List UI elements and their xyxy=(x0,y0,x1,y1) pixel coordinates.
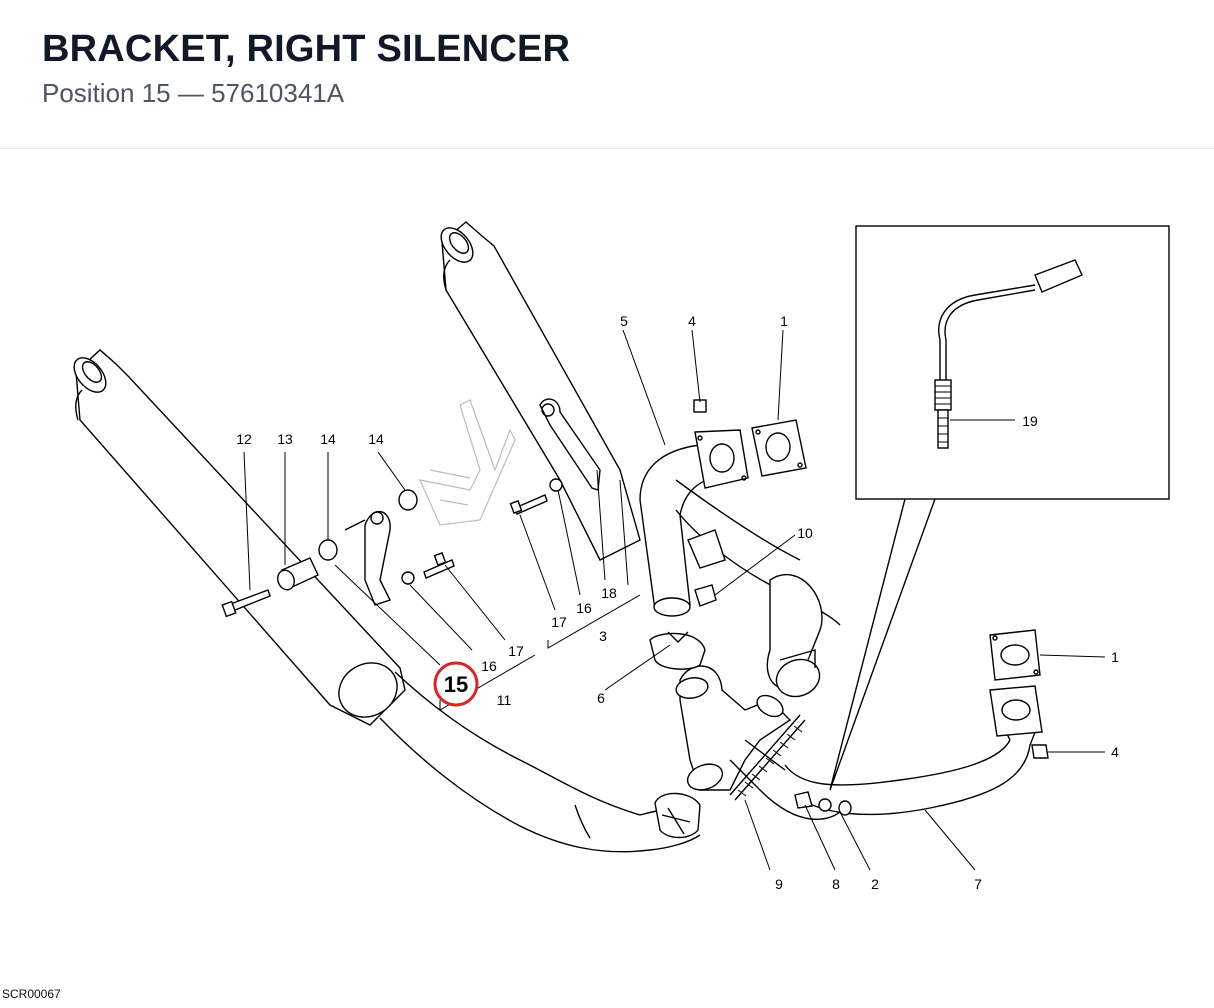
callout-18: 18 xyxy=(601,585,617,601)
header-pipe-7 xyxy=(784,629,1049,816)
left-silencer xyxy=(73,349,701,853)
highlight-position-15[interactable]: 15 xyxy=(433,661,479,707)
callout-13: 13 xyxy=(277,431,293,447)
callout-17a: 17 xyxy=(508,643,524,659)
callout-3: 3 xyxy=(599,628,607,644)
inset-panel xyxy=(829,225,1170,791)
page-header: BRACKET, RIGHT SILENCER Position 15 — 57… xyxy=(0,0,1214,149)
callout-14a: 14 xyxy=(320,431,336,447)
callout-8: 8 xyxy=(832,876,840,892)
page-subtitle: Position 15 — 57610341A xyxy=(42,78,345,108)
fasteners xyxy=(221,398,852,816)
callout-16b: 16 xyxy=(576,600,592,616)
y-junction xyxy=(649,631,841,820)
callout-1a: 1 xyxy=(780,313,788,329)
header-pipe-5 xyxy=(639,419,807,617)
exploded-parts-diagram: 12 13 14 14 16 17 11 17 16 18 3 5 4 1 10… xyxy=(0,150,1214,1003)
highlight-label: 15 xyxy=(444,672,468,697)
callout-17b: 17 xyxy=(551,614,567,630)
callout-9: 9 xyxy=(775,876,783,892)
callout-12: 12 xyxy=(236,431,252,447)
page-title: BRACKET, RIGHT SILENCER xyxy=(42,28,571,70)
callout-16a: 16 xyxy=(481,658,497,674)
ghost-frame-bracket xyxy=(418,399,516,526)
callout-11: 11 xyxy=(497,692,512,708)
callout-4a: 4 xyxy=(688,313,696,329)
callout-1b: 1 xyxy=(1111,649,1119,665)
callout-10: 10 xyxy=(797,525,813,541)
callout-5: 5 xyxy=(620,313,628,329)
callout-2: 2 xyxy=(871,876,879,892)
drawing-code: SCR00067 xyxy=(2,987,61,1001)
callout-19: 19 xyxy=(1022,413,1038,429)
callout-7: 7 xyxy=(974,876,982,892)
leader-lines xyxy=(243,329,1106,871)
callout-14b: 14 xyxy=(368,431,384,447)
callout-6: 6 xyxy=(597,690,605,706)
callout-4b: 4 xyxy=(1111,744,1119,760)
